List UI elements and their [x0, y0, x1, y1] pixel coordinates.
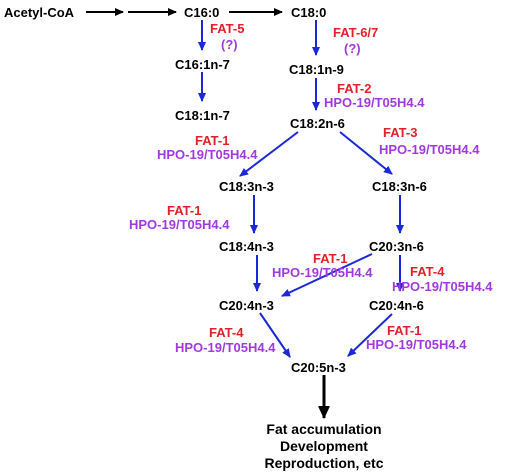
node-c20-5n3: C20:5n-3: [291, 360, 346, 375]
gene-fat2: HPO-19/T05H4.4: [324, 95, 425, 110]
node-c18-0: C18:0: [291, 5, 326, 20]
enzyme-fat5: FAT-5: [210, 21, 244, 36]
node-c18-3n6: C18:3n-6: [372, 179, 427, 194]
gene-fat1-a: HPO-19/T05H4.4: [157, 147, 258, 162]
gene-fat4-a: HPO-19/T05H4.4: [392, 279, 493, 294]
node-c20-3n6: C20:3n-6: [369, 239, 424, 254]
arrow-c204n6-to-c205: [347, 313, 393, 357]
node-c20-4n3: C20:4n-3: [219, 298, 274, 313]
enzyme-fat4-b: FAT-4: [209, 325, 244, 340]
outcome-line-1: Fat accumulation: [266, 421, 381, 437]
enzyme-fat3: FAT-3: [383, 125, 417, 140]
node-c18-1n7: C18:1n-7: [175, 108, 230, 123]
gene-fat4-b: HPO-19/T05H4.4: [175, 340, 276, 355]
gene-fat1-c: HPO-19/T05H4.4: [272, 265, 373, 280]
enzyme-fat5-unknown: (?): [221, 37, 238, 52]
arrow-c182-to-c183n3: [239, 131, 299, 177]
node-c18-3n3: C18:3n-3: [219, 179, 274, 194]
outcome-line-2: Development: [280, 438, 368, 454]
node-c16-0: C16:0: [184, 5, 219, 20]
node-c20-4n6: C20:4n-6: [369, 298, 424, 313]
arrow-c203-to-c204n3: [281, 253, 373, 297]
enzyme-fat1-c: FAT-1: [313, 251, 347, 266]
enzyme-fat1-a: FAT-1: [195, 133, 229, 148]
arrow-c204n3-to-c205: [259, 312, 291, 358]
node-c18-2n6: C18:2n-6: [290, 116, 345, 131]
gene-fat3: HPO-19/T05H4.4: [379, 142, 480, 157]
enzyme-fat2: FAT-2: [337, 81, 371, 96]
node-c18-4n3: C18:4n-3: [219, 239, 274, 254]
enzyme-fat67: FAT-6/7: [333, 25, 378, 40]
outcome-line-3: Reproduction, etc: [264, 455, 383, 471]
enzyme-fat67-unknown: (?): [344, 41, 361, 56]
enzyme-fat1-d: FAT-1: [387, 323, 421, 338]
arrow-c182-to-c183n6: [339, 131, 393, 175]
node-c18-1n9: C18:1n-9: [289, 62, 344, 77]
enzyme-fat1-b: FAT-1: [167, 203, 201, 218]
gene-fat1-b: HPO-19/T05H4.4: [129, 217, 230, 232]
node-acetyl-coa: Acetyl-CoA: [4, 5, 75, 20]
node-c16-1n7: C16:1n-7: [175, 57, 230, 72]
gene-fat1-d: HPO-19/T05H4.4: [366, 337, 467, 352]
enzyme-fat4-a: FAT-4: [410, 264, 445, 279]
